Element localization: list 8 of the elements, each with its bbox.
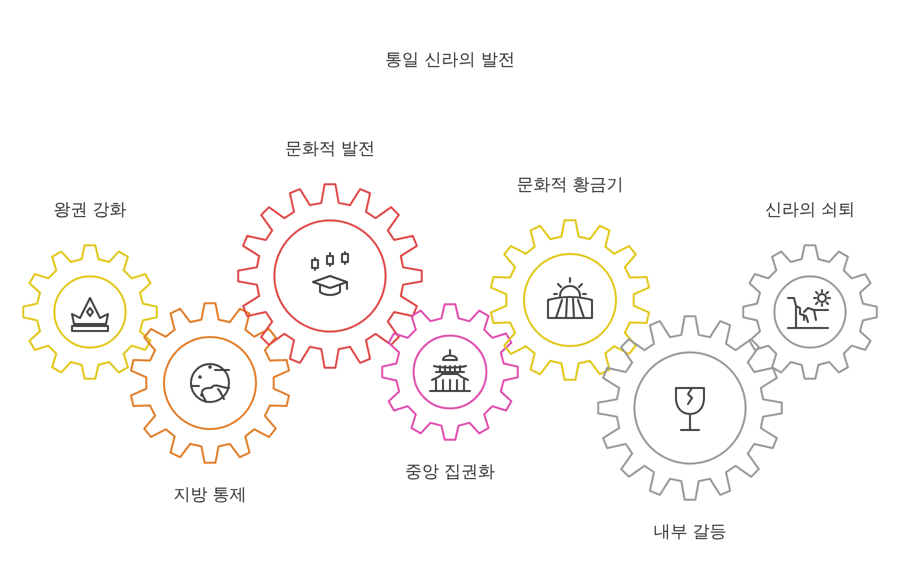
- gear-label: 문화적 발전: [284, 138, 376, 160]
- gear-label: 신라의 쇠퇴: [764, 199, 856, 221]
- gear-label: 지방 통제: [173, 484, 247, 506]
- gear-label: 왕권 강화: [53, 199, 127, 221]
- gear-label: 내부 갈등: [653, 521, 727, 543]
- gear-label: 중앙 집권화: [404, 461, 496, 483]
- gear-label: 문화적 황금기: [516, 174, 624, 196]
- title: 통일 신라의 발전: [385, 49, 515, 71]
